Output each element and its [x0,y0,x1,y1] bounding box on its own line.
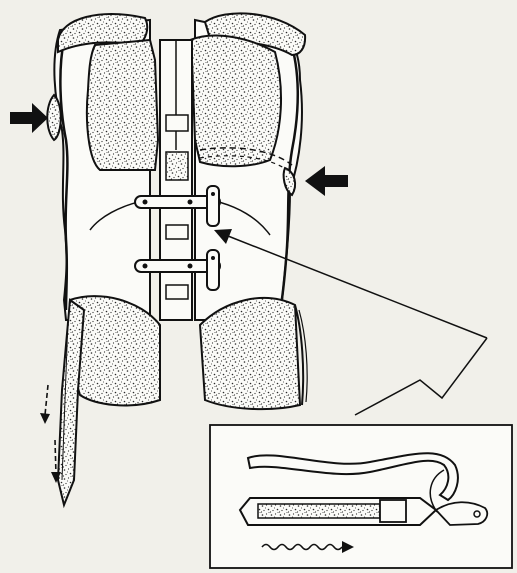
inset-detail-panel [210,425,512,568]
inset-stippled-pad [258,504,380,518]
right-chest-pad [190,36,281,167]
arrow-right-side-icon [305,166,348,196]
left-side-pad [47,95,61,140]
arrow-left-side-icon [10,103,48,133]
left-chest-pad [87,40,158,170]
channel-block-2 [166,152,188,180]
channel-block-3 [166,225,188,239]
right-hip-pad [200,298,300,409]
channel-block-1 [166,115,188,131]
channel-block-4 [166,285,188,299]
inset-clip [380,500,406,522]
